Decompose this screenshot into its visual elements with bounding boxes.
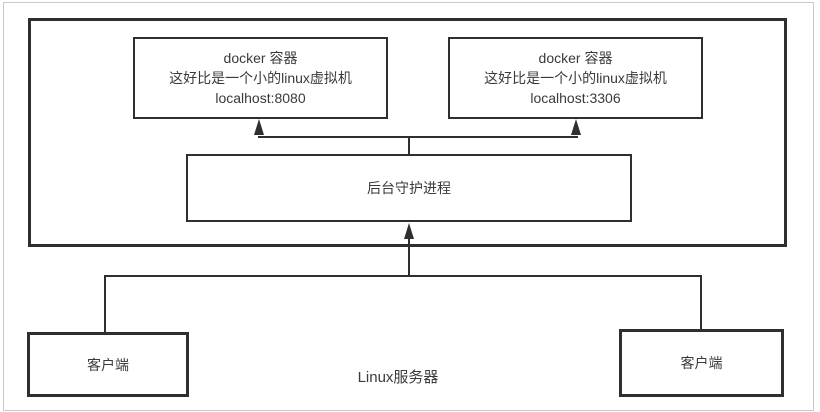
linux-server-box [28, 18, 787, 247]
client-left-vline [104, 276, 106, 333]
client-box-right: 客户端 [619, 329, 784, 397]
docker-container-address: localhost:8080 [215, 90, 306, 106]
docker-container-title: docker 容器 [223, 50, 298, 66]
docker-container-address: localhost:3306 [530, 90, 621, 106]
arrow-up-to-container-left-icon [254, 119, 264, 135]
client-label: 客户端 [87, 356, 129, 373]
docker-container-description: 这好比是一个小的linux虚拟机 [484, 70, 667, 86]
clients-to-daemon-vline [408, 238, 410, 276]
daemon-to-containers-hline [258, 136, 578, 138]
docker-container-description: 这好比是一个小的linux虚拟机 [169, 70, 352, 86]
arrow-up-to-container-right-icon [571, 119, 581, 135]
image-frame [3, 2, 814, 411]
daemon-label: 后台守护进程 [367, 180, 451, 196]
client-label: 客户端 [680, 355, 723, 371]
docker-container-title: docker 容器 [538, 50, 613, 66]
linux-server-label: Linux服务器 [357, 369, 439, 386]
arrow-up-to-daemon-icon [404, 223, 414, 239]
clients-hline [104, 275, 702, 277]
daemon-top-stub-vline [408, 138, 410, 154]
daemon-box: 后台守护进程 [186, 154, 632, 222]
client-box-left: 客户端 [27, 332, 189, 397]
docker-container-box-8080: docker 容器 这好比是一个小的linux虚拟机 localhost:808… [133, 37, 388, 119]
docker-container-box-3306: docker 容器 这好比是一个小的linux虚拟机 localhost:330… [448, 37, 703, 119]
client-right-vline [700, 276, 702, 330]
